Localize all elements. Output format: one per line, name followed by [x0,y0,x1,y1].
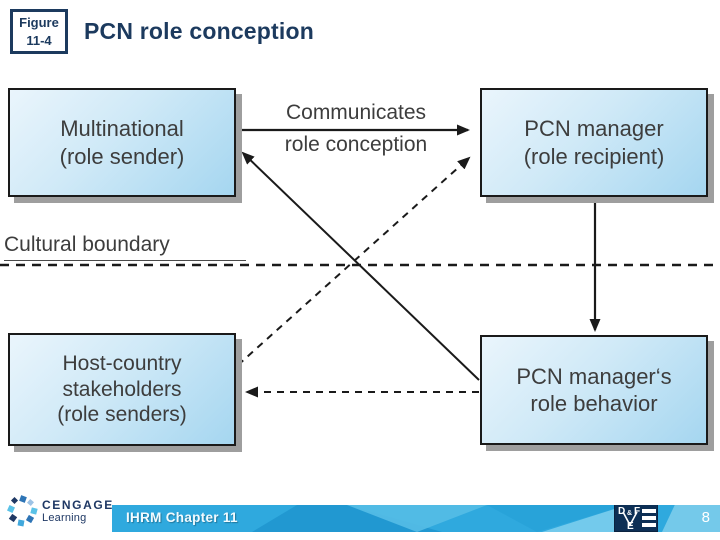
box-host-country: Host-country stakeholders (role senders) [8,333,236,446]
dfe-letter-d: D [618,506,626,517]
cengage-logo-text: CENGAGE Learning [42,498,114,524]
box-label-line: Host-country [62,351,182,375]
dfe-v-mark [622,511,638,527]
communicates-label-line1: Communicates [285,101,427,124]
figure-badge: Figure 11-4 [10,9,68,54]
footer-bar: IHRM Chapter 11 D & F E 8 [112,505,720,532]
dfe-letter-e: E [627,521,634,532]
dfe-book-logo-icon: D & F E [614,505,658,532]
dfe-letter-f: F [634,506,641,517]
footer-bar-pattern [252,505,657,532]
box-multinational: Multinational (role sender) [8,88,236,197]
footer-chapter-label: IHRM Chapter 11 [126,510,238,525]
box-label-line: (role sender) [59,143,185,169]
cengage-brand-name: CENGAGE [42,498,114,512]
cengage-brand-sub: Learning [42,512,87,524]
box-pcn-behavior: PCN manager‘s role behavior [480,335,708,445]
box-pcn-manager: PCN manager (role recipient) [480,88,708,197]
figure-badge-line1: Figure [19,14,59,30]
arrow-host-to-manager [237,156,471,366]
box-label-line: role behavior [530,391,658,416]
box-label-line: PCN manager [524,116,664,142]
cengage-logo: CENGAGE Learning [7,494,114,534]
box-label-line: PCN manager‘s [516,363,672,389]
box-label-line: (role senders) [57,403,187,427]
box-label-line: stakeholders [62,377,182,401]
box-label-line: (role recipient) [523,143,665,169]
cultural-boundary-label: Cultural boundary [4,233,246,261]
arrow-feedback-to-sender [241,151,480,381]
box-label-line: Multinational [60,116,184,142]
figure-badge-line2: 11-4 [26,32,52,48]
communicates-label-line2: role conception [284,133,428,156]
dfe-letter-amp: & [627,510,633,517]
page-title: PCN role conception [84,18,314,44]
page-number: 8 [701,509,710,526]
cengage-logo-icon [7,495,38,528]
